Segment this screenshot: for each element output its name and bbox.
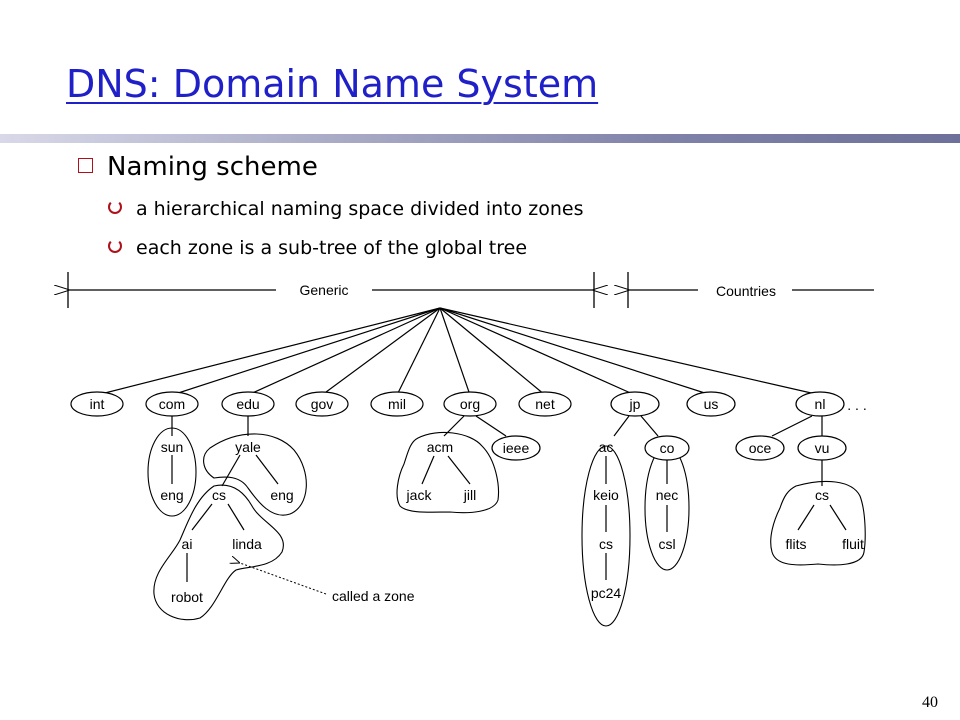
title-divider	[0, 134, 960, 143]
node-pc24: pc24	[591, 585, 622, 601]
svg-text:net: net	[535, 396, 555, 412]
tld-node-int: int	[70, 391, 124, 417]
zone-vu	[770, 480, 866, 566]
node-ac: ac	[599, 439, 614, 455]
countries-range-arrow	[628, 272, 874, 308]
zone-cs-yale	[153, 484, 284, 621]
svg-text:co: co	[660, 440, 675, 456]
svg-text:org: org	[460, 396, 480, 412]
round-bullet-icon	[108, 239, 122, 253]
svg-text:jp: jp	[629, 396, 641, 412]
slide-number: 40	[922, 694, 938, 711]
tld-node-jp: jp	[610, 391, 660, 417]
zone-yale	[203, 433, 307, 516]
node-co: co	[644, 435, 690, 461]
node-ieee: ieee	[491, 435, 541, 461]
zone-callout-label: called a zone	[332, 588, 415, 604]
svg-text:int: int	[90, 396, 105, 412]
node-jack: jack	[406, 487, 433, 503]
bullet-text: a hierarchical naming space divided into…	[136, 198, 584, 220]
bullet-level2: a hierarchical naming space divided into…	[108, 198, 583, 220]
svg-text:oce: oce	[749, 440, 772, 456]
node-oce: oce	[735, 435, 785, 461]
node-eng-com: eng	[160, 487, 183, 503]
bullet-level1: Naming scheme	[78, 152, 318, 182]
node-fluit: fluit	[842, 536, 864, 552]
node-csl: csl	[658, 536, 675, 552]
svg-text:mil: mil	[388, 396, 406, 412]
tld-node-com: com	[145, 391, 199, 417]
tld-node-mil: mil	[370, 391, 424, 417]
node-sun: sun	[161, 439, 184, 455]
tld-node-us: us	[686, 391, 736, 417]
tld-node-net: net	[518, 391, 572, 417]
node-eng-yale: eng	[270, 487, 293, 503]
node-ai: ai	[182, 536, 193, 552]
svg-text:vu: vu	[815, 440, 830, 456]
bullet-level2: each zone is a sub-tree of the global tr…	[108, 237, 527, 259]
tld-node-edu: edu	[221, 391, 275, 417]
bullet-text: each zone is a sub-tree of the global tr…	[136, 237, 528, 259]
countries-label: Countries	[716, 283, 776, 299]
generic-range-arrow	[68, 272, 594, 308]
dns-tree-diagram: Generic Countries int com edu gov mil or…	[0, 272, 874, 627]
svg-text:edu: edu	[236, 396, 259, 412]
svg-text:gov: gov	[311, 396, 334, 412]
node-jill: jill	[463, 487, 476, 503]
node-vu: vu	[797, 435, 847, 461]
node-robot: robot	[171, 589, 203, 605]
slide-title: DNS: Domain Name System	[66, 62, 599, 106]
more-domains-ellipsis: . . .	[847, 397, 866, 413]
bullet-text: Naming scheme	[107, 152, 318, 182]
svg-text:us: us	[704, 396, 719, 412]
generic-label: Generic	[299, 282, 348, 298]
root-edges	[96, 307, 821, 396]
node-yale: yale	[235, 439, 261, 455]
tld-node-nl: nl	[795, 391, 845, 417]
svg-text:com: com	[159, 396, 185, 412]
node-cs-yale: cs	[212, 487, 226, 503]
node-nec: nec	[656, 487, 679, 503]
tld-node-gov: gov	[295, 391, 349, 417]
zone-acm	[396, 431, 500, 514]
zone-callout-arrow	[240, 563, 327, 595]
svg-text:ieee: ieee	[503, 440, 530, 456]
zone-jp-ac	[581, 445, 631, 627]
node-cs-vu: cs	[815, 487, 829, 503]
round-bullet-icon	[108, 200, 122, 214]
square-bullet-icon	[78, 158, 93, 173]
node-flits: flits	[786, 536, 807, 552]
node-linda: linda	[232, 536, 262, 552]
svg-text:nl: nl	[815, 396, 826, 412]
tld-node-org: org	[443, 391, 497, 417]
node-cs-keio: cs	[599, 536, 613, 552]
node-keio: keio	[593, 487, 619, 503]
node-acm: acm	[427, 439, 453, 455]
